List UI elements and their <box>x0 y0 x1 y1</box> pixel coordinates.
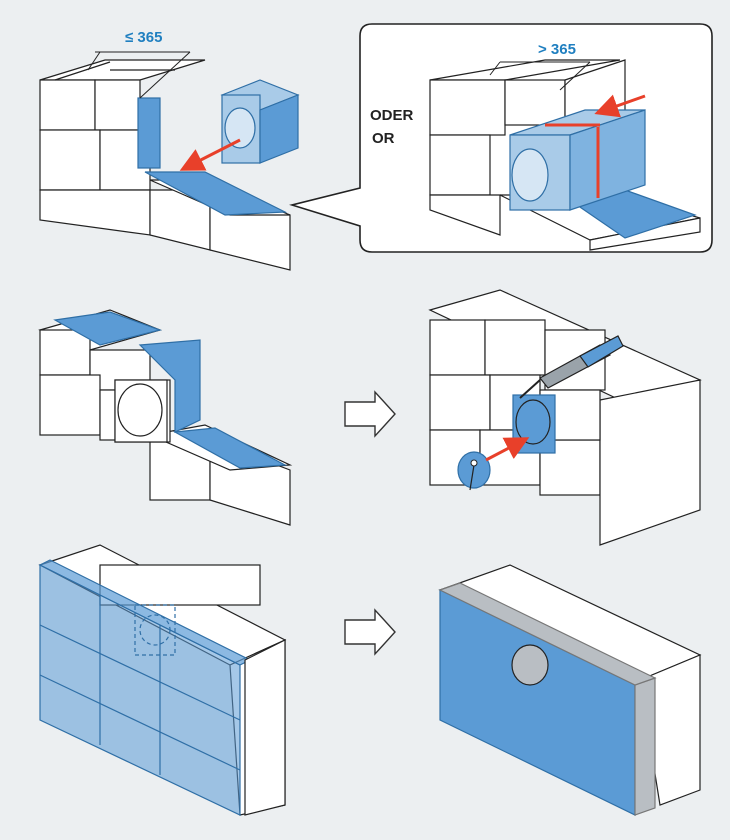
dimension-max <box>87 51 191 99</box>
insert-arrow <box>179 138 241 171</box>
step2-tape-bottom <box>173 427 288 469</box>
step3-arrow <box>344 608 396 656</box>
dimension-over-label: > 365 <box>538 41 576 58</box>
step2-tape-top <box>53 311 163 346</box>
sleeve-block <box>220 79 300 164</box>
dimension-max-label: ≤ 365 <box>125 29 162 46</box>
cutter-knife-icon <box>519 335 624 399</box>
cap-arrow <box>485 437 530 462</box>
cap-disc-icon <box>457 451 491 491</box>
step2-sleeve <box>114 379 168 443</box>
finished-board <box>438 582 657 816</box>
step2-tape-wrap <box>138 339 201 433</box>
oder-label: ODER <box>370 107 414 124</box>
dimension-over <box>489 61 591 91</box>
step2-arrow <box>344 390 396 438</box>
step1-wall <box>39 59 291 271</box>
step3-wall-right <box>244 639 286 816</box>
cut-sleeve-hole <box>515 399 551 445</box>
translucent-board <box>38 559 252 816</box>
step2b-wall <box>428 289 702 546</box>
callout-arrow <box>594 94 646 118</box>
or-label: OR <box>372 130 395 147</box>
